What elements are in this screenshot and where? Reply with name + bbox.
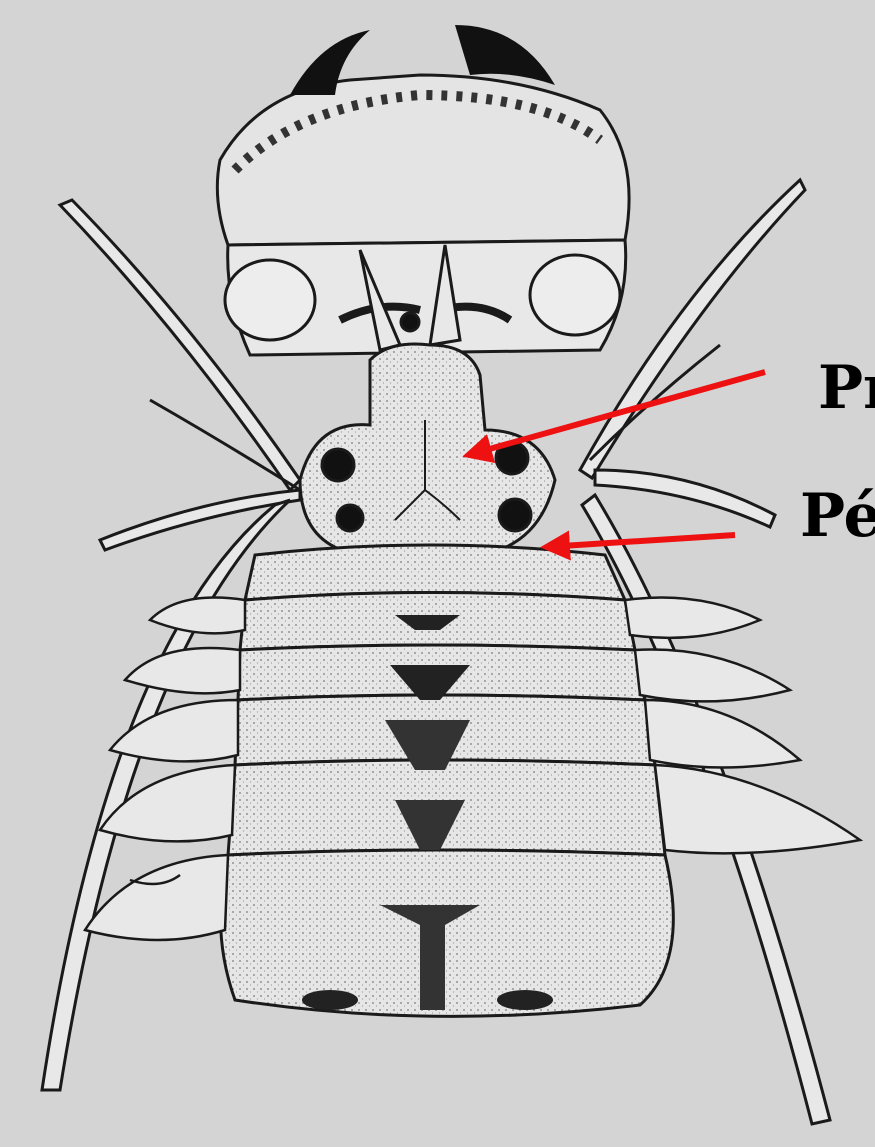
arrow-peristomium — [546, 535, 735, 547]
right-parapodia — [625, 598, 860, 854]
label-peristomium: Pé — [800, 486, 875, 546]
body-segments — [220, 545, 673, 1016]
prostomium-region — [225, 240, 626, 555]
arrow-prostomium — [468, 372, 765, 455]
pharynx — [217, 25, 629, 245]
label-prostomium: Pr — [818, 358, 875, 418]
